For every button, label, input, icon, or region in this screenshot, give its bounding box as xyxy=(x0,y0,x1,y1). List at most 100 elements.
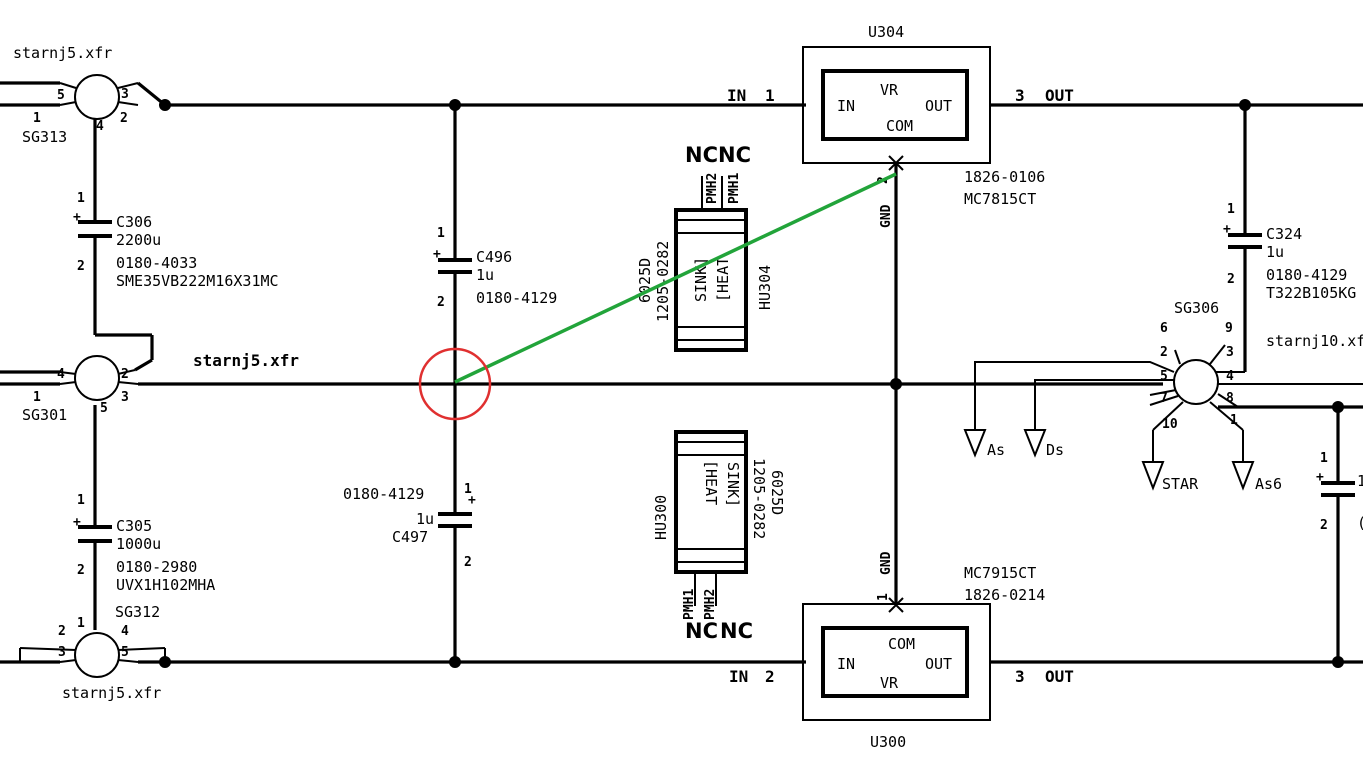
star-ground-sg312[interactable]: SG312 starnj5.xfr 2 3 1 4 5 xyxy=(19,603,166,702)
hu304-pin1: PMH1 xyxy=(727,173,742,204)
c305-plus: + xyxy=(73,515,81,530)
u304-in-label: IN xyxy=(837,97,855,115)
c497-ref: C497 xyxy=(392,528,428,546)
sg313-pin5: 5 xyxy=(57,88,65,103)
u300-gnd-label: GND xyxy=(879,551,894,575)
sg313-pin4: 4 xyxy=(96,119,104,134)
sg306-ref: SG306 xyxy=(1174,299,1219,317)
c324-value: 1u xyxy=(1266,243,1284,261)
sg301-pin2: 2 xyxy=(121,367,129,382)
u304-pin-out: 3 xyxy=(1015,86,1025,105)
c324-pin1: 1 xyxy=(1227,202,1235,217)
c496-pin1: 1 xyxy=(437,226,445,241)
hu300-line1: 6025D xyxy=(768,470,786,515)
u300-in-label: IN xyxy=(837,655,855,673)
capacitor-c305[interactable]: 1 + 2 C305 1000u 0180-2980 UVX1H102MHA xyxy=(73,493,215,594)
u304-vr-label: VR xyxy=(880,81,899,99)
wires xyxy=(0,81,1363,664)
u300-vr-label: VR xyxy=(880,674,899,692)
u304-out-label: OUT xyxy=(925,97,952,115)
cright-extra: ( xyxy=(1357,514,1363,532)
sg306-file: starnj10.xfr xyxy=(1266,332,1363,350)
c305-value: 1000u xyxy=(116,535,161,553)
c324-part: 0180-4129 xyxy=(1266,266,1347,284)
capacitor-c497[interactable]: 1 + 2 0180-4129 1u C497 xyxy=(343,482,476,570)
sg312-pin2: 2 xyxy=(58,624,66,639)
u304-ref: U304 xyxy=(868,23,904,41)
sg306-pin5: 5 xyxy=(1160,369,1168,384)
capacitor-c324[interactable]: 1 + 2 C324 1u 0180-4129 T322B105KG xyxy=(1223,202,1356,302)
u304-net-in: IN xyxy=(727,86,746,105)
sg306-pin7: 7 xyxy=(1160,391,1168,406)
c497-pin1: 1 xyxy=(464,482,472,497)
hu300-pin1: PMH1 xyxy=(682,589,697,620)
sg306-pin9: 9 xyxy=(1225,321,1233,336)
cright-pin1: 1 xyxy=(1320,451,1328,466)
c305-ref: C305 xyxy=(116,517,152,535)
c305-mfr: UVX1H102MHA xyxy=(116,576,215,594)
c324-mfr: T322B105KG xyxy=(1266,284,1356,302)
u300-ref: U300 xyxy=(870,733,906,751)
u300-out-label: OUT xyxy=(925,655,952,673)
capacitor-right-partial[interactable]: 1 + 2 1 ( xyxy=(1316,451,1363,533)
c496-part: 0180-4129 xyxy=(476,289,557,307)
c324-pin2: 2 xyxy=(1227,272,1235,287)
hu300-line2: 1205-0282 xyxy=(750,458,768,539)
c305-pin1: 1 xyxy=(77,493,85,508)
sg312-pin3: 3 xyxy=(58,645,66,660)
ground-symbol-as6: As6 xyxy=(1231,461,1282,493)
star-ground-sg301[interactable]: starnj5.xfr SG301 4 1 2 3 5 xyxy=(22,351,299,424)
sg313-file: starnj5.xfr xyxy=(13,44,112,62)
star-ground-sg306[interactable]: SG306 starnj10.xfr 6 2 5 7 10 9 3 4 8 1 xyxy=(974,299,1363,462)
c306-mfr: SME35VB222M16X31MC xyxy=(116,272,279,290)
sg306-pin1: 1 xyxy=(1230,413,1238,428)
c306-part: 0180-4033 xyxy=(116,254,197,272)
sg312-pin1: 1 xyxy=(77,616,85,631)
regulator-u304[interactable]: U304 IN VR OUT COM IN 1 3 OUT 1826-0106 … xyxy=(727,23,1074,228)
cright-value: 1 xyxy=(1357,472,1363,490)
u300-net-out: OUT xyxy=(1045,667,1074,686)
ground-as-label: As xyxy=(987,441,1005,459)
c306-value: 2200u xyxy=(116,231,161,249)
hu300-ref: HU300 xyxy=(652,495,670,540)
sg301-pin4: 4 xyxy=(57,367,65,382)
c497-part: 0180-4129 xyxy=(343,485,424,503)
sg312-file: starnj5.xfr xyxy=(62,684,161,702)
cright-plus: + xyxy=(1316,470,1324,485)
c305-pin2: 2 xyxy=(77,563,85,578)
u300-com-label: COM xyxy=(888,635,915,653)
annotation-green-line xyxy=(454,172,897,384)
sg301-ref: SG301 xyxy=(22,406,67,424)
hu304-nc1: NC xyxy=(685,143,718,167)
u300-pin-com: 1 xyxy=(876,593,891,601)
heatsink-hu300[interactable]: NC NC PMH1 PMH2 [HEAT SINK] 1205-0282 60… xyxy=(652,430,786,643)
sg313-pin1: 1 xyxy=(33,111,41,126)
regulator-u300[interactable]: U300 IN COM OUT VR IN 2 3 OUT MC7915CT 1… xyxy=(729,551,1074,751)
sg313-ref: SG313 xyxy=(22,128,67,146)
sg301-pin3: 3 xyxy=(121,390,129,405)
u300-part: 1826-0214 xyxy=(964,586,1045,604)
sg312-ref: SG312 xyxy=(115,603,160,621)
star-ground-sg313[interactable]: starnj5.xfr SG313 5 1 3 2 4 xyxy=(13,44,139,146)
u304-gnd-label: GND xyxy=(879,204,894,228)
sg306-pin3: 3 xyxy=(1226,345,1234,360)
ground-ds-label: Ds xyxy=(1046,441,1064,459)
sg301-file: starnj5.xfr xyxy=(193,351,299,370)
hu300-text-a: SINK] xyxy=(724,462,742,507)
c497-pin2: 2 xyxy=(464,555,472,570)
u304-pin-in: 1 xyxy=(765,86,775,105)
sg313-pin2: 2 xyxy=(120,111,128,126)
hu304-line2: 1205-0282 xyxy=(654,241,672,322)
hu300-nc2: NC xyxy=(720,619,753,643)
heatsink-hu304[interactable]: NC NC PMH2 PMH1 6025D 1205-0282 SINK] [H… xyxy=(636,143,774,352)
sg306-pin2: 2 xyxy=(1160,345,1168,360)
ground-as6-label: As6 xyxy=(1255,475,1282,493)
u304-net-out: OUT xyxy=(1045,86,1074,105)
c497-value: 1u xyxy=(416,510,434,528)
ground-symbol-ds: Ds xyxy=(1023,429,1064,459)
sg306-pin8: 8 xyxy=(1226,391,1234,406)
capacitor-c496[interactable]: 1 + 2 C496 1u 0180-4129 xyxy=(433,226,557,310)
u300-model: MC7915CT xyxy=(964,564,1036,582)
capacitor-c306[interactable]: 1 + 2 C306 2200u 0180-4033 SME35VB222M16… xyxy=(73,191,279,290)
